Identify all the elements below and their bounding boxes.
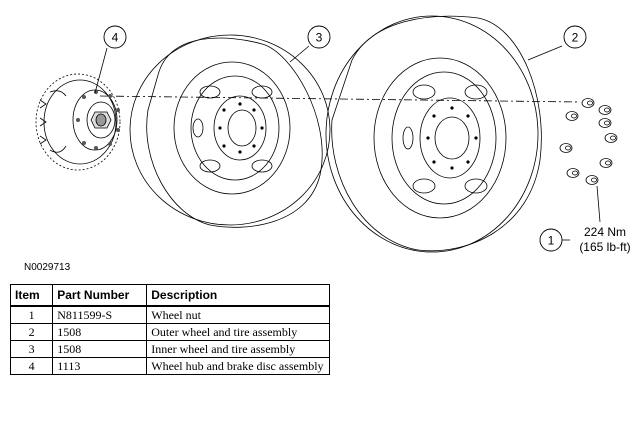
callout-4: 4 (103, 25, 127, 49)
table-row: 4 1113 Wheel hub and brake disc assembly (9, 357, 330, 375)
row-description: Inner wheel and tire assembly (146, 340, 330, 358)
hub-brake-disc-illustration (35, 73, 121, 171)
callout-3-label: 3 (316, 31, 323, 45)
row-part-number: 1508 (52, 340, 148, 358)
callout-leaders (94, 45, 601, 241)
callout-1-label: 1 (548, 234, 555, 248)
row-description: Wheel hub and brake disc assembly (146, 357, 330, 375)
callout-2-label: 2 (572, 31, 579, 45)
row-part-number: N811599-S (52, 305, 148, 324)
table-row: 3 1508 Inner wheel and tire assembly (9, 340, 330, 358)
callout-4-label: 4 (112, 31, 119, 45)
parts-table: Item Part Number Description 1 N811599-S… (9, 284, 330, 375)
row-item: 3 (9, 340, 54, 358)
wheel-nuts-illustration (559, 98, 618, 185)
row-item: 4 (9, 357, 54, 375)
outer-wheel-tire-illustration (325, 15, 542, 253)
header-item: Item (9, 284, 54, 307)
assembly-centerline (99, 95, 581, 103)
row-part-number: 1113 (52, 357, 148, 375)
header-description: Description (146, 284, 330, 307)
callout-2: 2 (563, 25, 587, 49)
figure-id: N0029713 (24, 262, 71, 273)
callout-3: 3 (307, 25, 331, 49)
parts-table-header: Item Part Number Description (9, 284, 330, 307)
torque-imperial: (165 lb-ft) (579, 240, 631, 254)
header-part-number: Part Number (52, 284, 148, 307)
exploded-wheel-diagram: 4 3 2 1 (35, 15, 618, 253)
torque-spec: 224 Nm (165 lb-ft) (572, 225, 638, 255)
inner-wheel-tire-illustration (129, 34, 331, 228)
table-row: 2 1508 Outer wheel and tire assembly (9, 323, 330, 341)
row-description: Outer wheel and tire assembly (146, 323, 330, 341)
table-row: 1 N811599-S Wheel nut (9, 305, 330, 324)
row-description: Wheel nut (146, 305, 330, 324)
torque-metric: 224 Nm (583, 225, 627, 239)
row-item: 2 (9, 323, 54, 341)
row-item: 1 (9, 305, 54, 324)
row-part-number: 1508 (52, 323, 148, 341)
callout-1: 1 (539, 228, 563, 252)
